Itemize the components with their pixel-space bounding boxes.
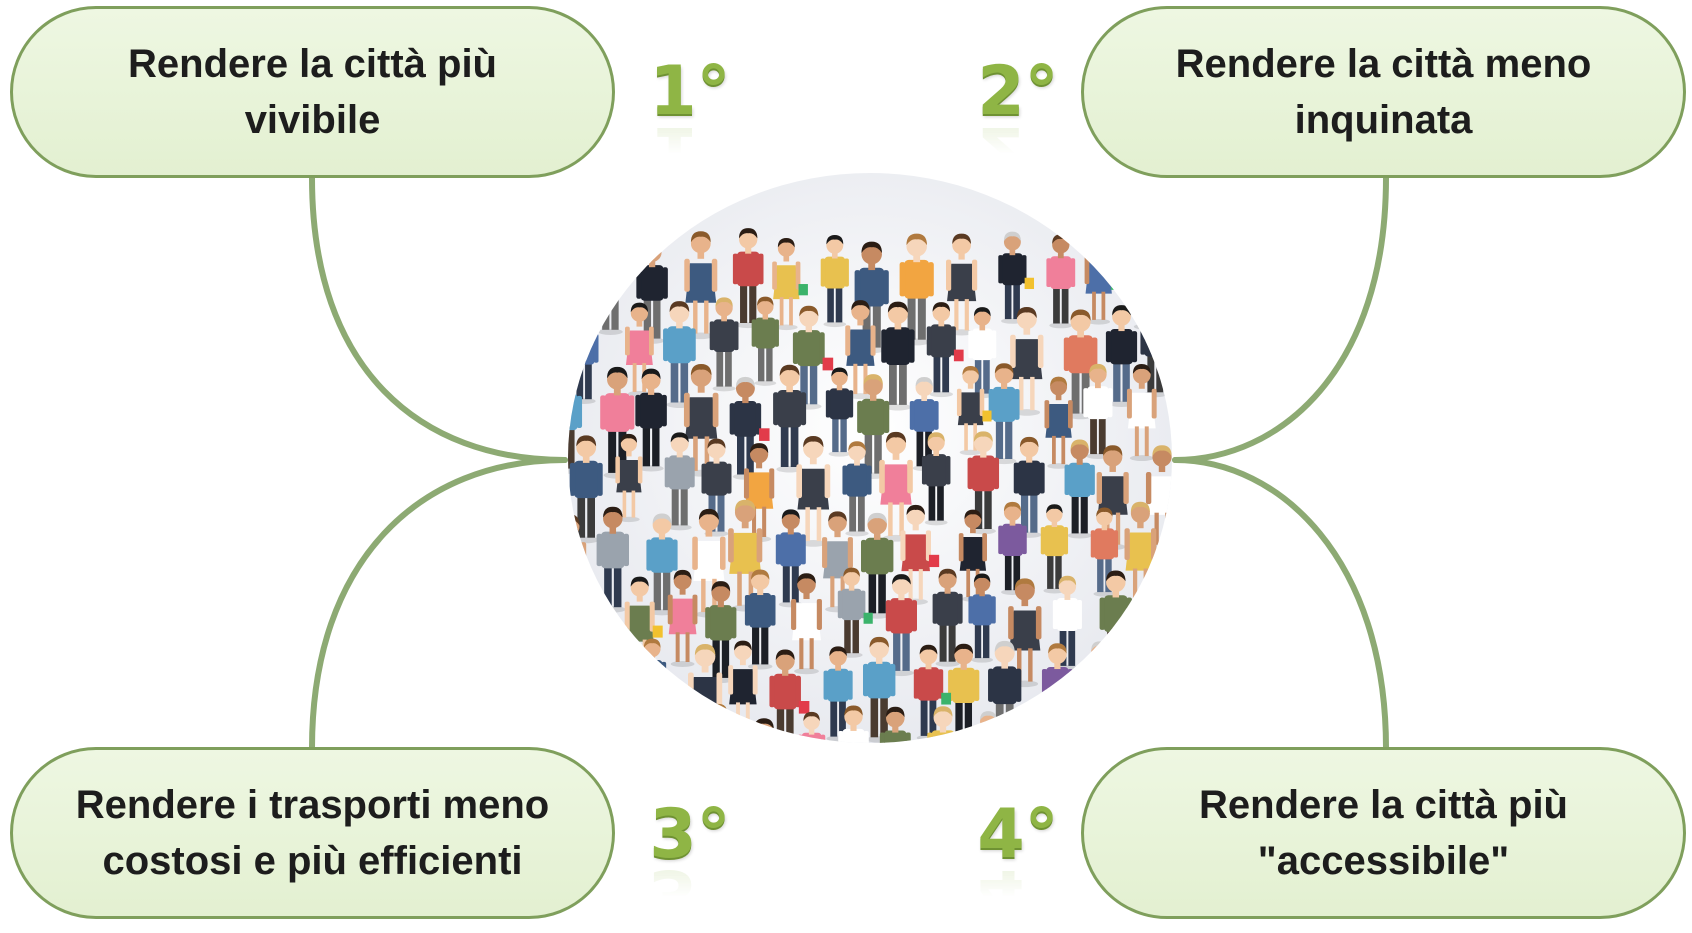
rank-3-reflection: 3° [649, 854, 731, 933]
goal-text-4: Rendere la città più "accessibile" [1199, 783, 1568, 883]
person-figure [684, 231, 718, 340]
person-figure [751, 296, 779, 386]
goal-pill-3: Rendere i trasporti meno costosi e più e… [10, 747, 615, 919]
person-figure [1120, 640, 1154, 743]
person-figure [1046, 234, 1076, 329]
connector-3 [309, 457, 568, 751]
person-figure [842, 441, 872, 537]
person-figure [1064, 439, 1095, 539]
person-figure [625, 710, 653, 743]
person-figure [838, 705, 869, 743]
rank-1-reflection: 1° [649, 111, 731, 190]
person-figure [584, 717, 603, 743]
person-figure [571, 578, 601, 675]
person-figure [792, 305, 834, 410]
person-figure [775, 509, 806, 608]
person-figure [772, 237, 808, 331]
person-figure [861, 512, 894, 619]
goal-pill-1: Rendere la città più vivibile [10, 6, 615, 178]
person-figure [667, 569, 698, 667]
rank-2-label: 2° 2° [958, 52, 1078, 190]
connector-1 [309, 175, 568, 463]
person-figure [635, 368, 667, 472]
person-figure [568, 236, 592, 328]
person-figure [885, 574, 917, 677]
person-figure [926, 302, 964, 398]
person-figure [1063, 309, 1098, 420]
person-figure [605, 647, 636, 743]
person-figure [1154, 718, 1172, 743]
person-figure [796, 436, 831, 547]
person-figure [968, 573, 996, 663]
person-figure [822, 511, 853, 613]
person-figure [669, 708, 698, 743]
connector-2 [1172, 175, 1389, 463]
person-figure [769, 649, 810, 743]
connector-4 [1172, 457, 1389, 751]
person-figure [1083, 363, 1113, 459]
rank-4-reflection: 4° [977, 854, 1059, 933]
rank-1-label: 1° 1° [630, 52, 750, 190]
person-figure [956, 365, 992, 456]
person-figure [743, 443, 775, 543]
person-figure [744, 569, 776, 670]
person-figure [879, 706, 911, 743]
person-figure [732, 228, 764, 329]
person-figure [615, 433, 643, 523]
person-figure [946, 233, 978, 336]
rank-4-label: 4° 4° [958, 795, 1078, 933]
person-figure [705, 581, 737, 684]
person-figure [709, 297, 739, 392]
person-figure [1008, 578, 1042, 688]
person-figure [881, 301, 915, 411]
person-figure [791, 573, 822, 675]
person-figure [820, 234, 849, 328]
person-figure [1007, 710, 1039, 743]
goal-text-1: Rendere la città più vivibile [128, 42, 497, 142]
rank-2-reflection: 2° [977, 111, 1059, 190]
person-figure [909, 377, 939, 472]
person-figure [1130, 232, 1161, 330]
goal-text-2: Rendere la città meno inquinata [1175, 42, 1592, 142]
person-figure [1010, 306, 1044, 416]
person-figure [825, 367, 854, 457]
person-figure [728, 499, 763, 612]
person-figure [568, 650, 591, 743]
person-figure [664, 432, 695, 531]
person-figure [773, 364, 807, 473]
person-figure [1146, 570, 1172, 675]
person-figure [1053, 713, 1081, 743]
person-figure [1040, 504, 1069, 594]
person-figure [1105, 305, 1138, 407]
goal-pill-2: Rendere la città meno inquinata [1081, 6, 1686, 178]
person-figure [1044, 376, 1073, 469]
person-figure [1085, 641, 1114, 732]
person-figure [683, 363, 719, 477]
goal-text-3: Rendere i trasporti meno costosi e più e… [75, 783, 550, 883]
person-figure [646, 513, 678, 616]
person-figure [1013, 436, 1045, 538]
goal-pill-4: Rendere la città più "accessibile" [1081, 747, 1686, 919]
person-figure [1097, 707, 1128, 743]
person-figure [988, 363, 1020, 465]
crowd-image [568, 173, 1172, 743]
person-figure [703, 703, 734, 743]
person-figure [1126, 364, 1157, 462]
person-figure [932, 568, 963, 667]
rank-3-label: 3° 3° [630, 795, 750, 933]
person-figure [921, 432, 951, 526]
person-figure [967, 431, 1000, 535]
person-figure [837, 567, 873, 658]
